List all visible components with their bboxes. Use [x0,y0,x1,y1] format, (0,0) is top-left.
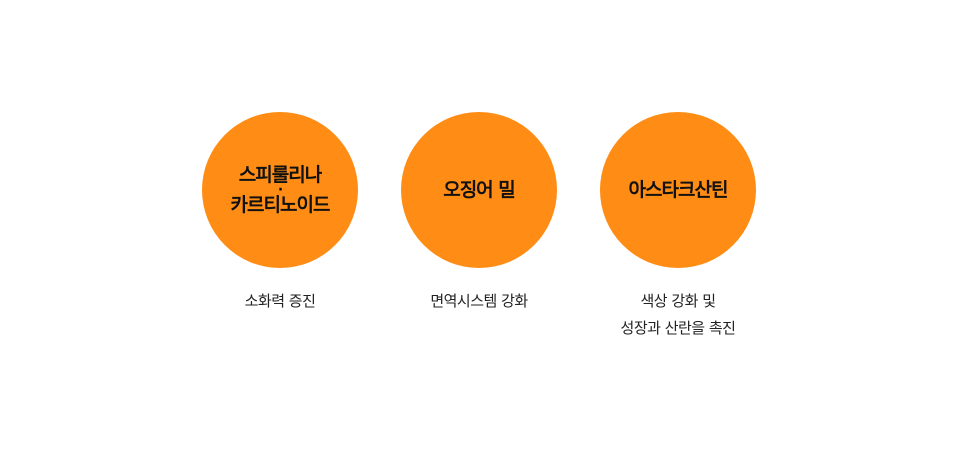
feature-description-line: 성장과 산란을 촉진 [620,319,736,337]
feature-spirulina: 스피룰리나 · 카르티노이드 소화력 증진 [180,112,380,315]
feature-circle: 아스타크산틴 [600,112,756,268]
feature-description: 면역시스템 강화 [430,288,528,315]
feature-circle: 스피룰리나 · 카르티노이드 [202,112,358,268]
feature-description-line: 색상 강화 및 [640,292,716,310]
feature-title: 아스타크산틴 [628,179,729,201]
feature-squid-meal: 오징어 밀 면역시스템 강화 [379,112,579,315]
feature-astaxanthin: 아스타크산틴 색상 강화 및 성장과 산란을 촉진 [578,112,778,342]
feature-title: 오징어 밀 [443,179,516,201]
feature-circle: 오징어 밀 [401,112,557,268]
feature-title: 스피룰리나 [238,164,322,186]
feature-title: 카르티노이드 [230,194,331,216]
feature-description-line: 소화력 증진 [244,292,316,310]
feature-description-line: 면역시스템 강화 [430,292,528,310]
feature-title-separator: · [277,182,283,198]
feature-description: 색상 강화 및 성장과 산란을 촉진 [621,288,736,342]
feature-description: 소화력 증진 [245,288,316,315]
